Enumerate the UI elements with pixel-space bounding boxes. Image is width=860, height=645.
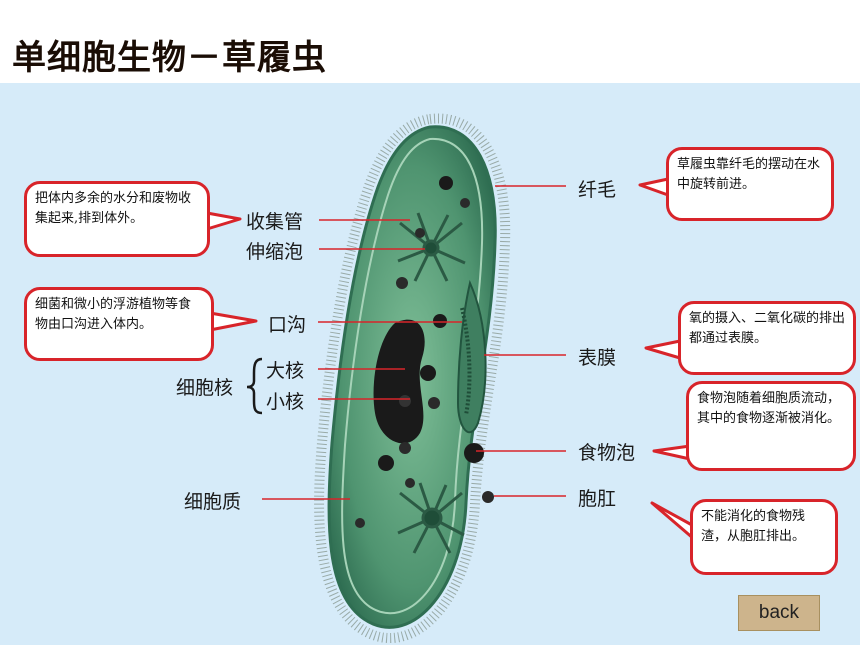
label-cytoplasm: 细胞质 xyxy=(184,491,242,513)
food-vacuole xyxy=(464,443,484,463)
note-anal-pore: 不能消化的食物残渣，从胞肛排出。 xyxy=(690,499,838,575)
back-button[interactable]: back xyxy=(738,595,820,631)
anal-pore xyxy=(482,491,494,503)
label-nucleus: 细胞核 xyxy=(176,377,234,399)
inner-membrane xyxy=(341,137,484,614)
note-contractile: 把体内多余的水分和废物收集起来,排到体外。 xyxy=(24,181,210,257)
label-anal-pore: 胞肛 xyxy=(578,488,617,510)
diagram-panel: 纤毛 收集管 伸缩泡 口沟 表膜 细胞核 大核 小核 食物泡 胞肛 细胞质 草履… xyxy=(0,83,860,645)
page-title: 单细胞生物－草履虫 xyxy=(12,38,327,78)
micronucleus xyxy=(399,395,411,407)
label-cell-membrane: 表膜 xyxy=(578,347,617,369)
label-food-vacuole: 食物泡 xyxy=(578,442,636,464)
macronucleus xyxy=(373,319,425,444)
label-oral-groove: 口沟 xyxy=(268,314,307,336)
paramecium-diagram xyxy=(206,113,695,644)
contractile-vacuole-bottom xyxy=(397,482,465,554)
cilia-fringe xyxy=(314,113,511,644)
label-cilia: 纤毛 xyxy=(578,179,617,201)
label-micronucleus: 小核 xyxy=(266,391,305,413)
contractile-vacuole-top xyxy=(397,212,466,282)
label-collecting-duct: 收集管 xyxy=(246,211,304,233)
label-macronucleus: 大核 xyxy=(266,360,305,382)
label-contractile-vacuole: 伸缩泡 xyxy=(246,241,304,263)
note-oral-groove: 细菌和微小的浮游植物等食物由口沟进入体内。 xyxy=(24,287,214,361)
nucleus-brace xyxy=(246,357,263,415)
note-food-vacuole: 食物泡随着细胞质流动，其中的食物逐渐被消化。 xyxy=(686,381,856,471)
note-membrane: 氧的摄入、二氧化碳的排出都通过表膜。 xyxy=(678,301,856,375)
note-cilia: 草履虫靠纤毛的摆动在水中旋转前进。 xyxy=(666,147,834,221)
